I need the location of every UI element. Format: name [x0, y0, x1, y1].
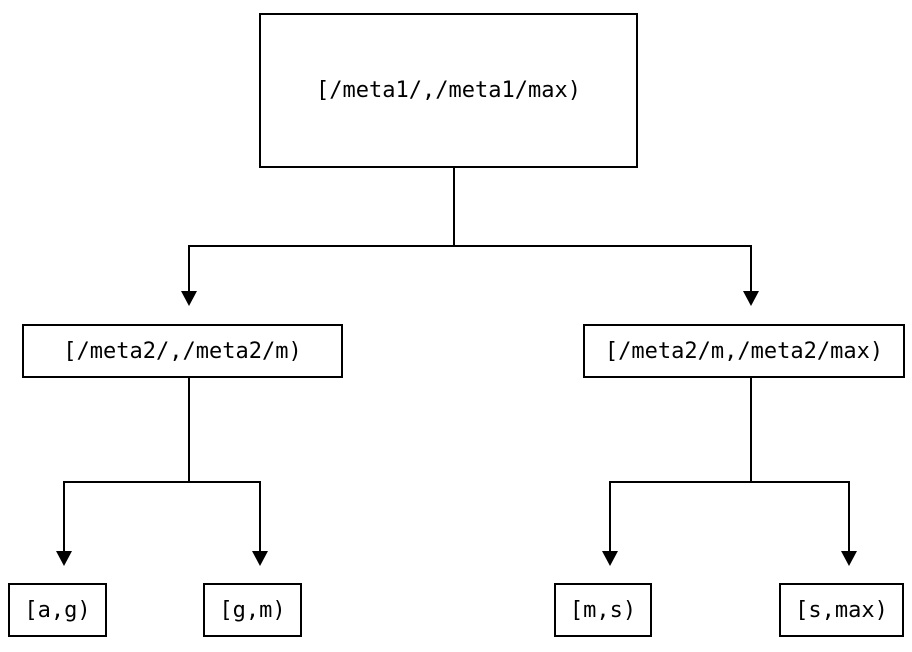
arrowhead-down-icon — [841, 551, 857, 566]
node-leaf-m-s: [m,s) — [554, 583, 652, 637]
edge-root-to-right-drop-line — [750, 245, 752, 291]
edge-root-to-left-drop-line — [188, 245, 190, 291]
arrowhead-down-icon — [602, 551, 618, 566]
node-meta2-left-range: [/meta2/,/meta2/m) — [22, 324, 343, 378]
node-leaf-a-g: [a,g) — [8, 583, 107, 637]
arrowhead-down-icon — [743, 291, 759, 306]
edge-left-to-leaf-gm-drop-line — [259, 481, 261, 551]
node-meta1-range: [/meta1/,/meta1/max) — [259, 13, 638, 168]
arrowhead-down-icon — [56, 551, 72, 566]
node-leaf-g-m-label: [g,m) — [219, 597, 286, 623]
arrowhead-down-icon — [252, 551, 268, 566]
edge-root-branch-bar-line — [188, 245, 752, 247]
node-leaf-g-m: [g,m) — [203, 583, 302, 637]
edge-left-to-leaf-ag-drop-line — [63, 481, 65, 551]
edge-left-branch-bar-line — [63, 481, 261, 483]
edge-right-stem-line — [750, 378, 752, 481]
arrowhead-down-icon — [181, 291, 197, 306]
edge-right-branch-bar-line — [609, 481, 850, 483]
node-leaf-m-s-label: [m,s) — [569, 597, 637, 623]
node-meta2-right-range: [/meta2/m,/meta2/max) — [583, 324, 905, 378]
edge-left-stem-line — [188, 378, 190, 481]
edge-right-to-leaf-ms-drop-line — [609, 481, 611, 551]
node-meta2-right-range-label: [/meta2/m,/meta2/max) — [604, 338, 884, 364]
edge-root-stem-line — [453, 168, 455, 245]
node-meta2-left-range-label: [/meta2/,/meta2/m) — [63, 338, 302, 364]
edge-right-to-leaf-smax-drop-line — [848, 481, 850, 551]
node-leaf-s-max-label: [s,max) — [795, 597, 888, 623]
node-meta1-range-label: [/meta1/,/meta1/max) — [316, 78, 581, 103]
node-leaf-s-max: [s,max) — [779, 583, 904, 637]
node-leaf-a-g-label: [a,g) — [24, 597, 91, 623]
